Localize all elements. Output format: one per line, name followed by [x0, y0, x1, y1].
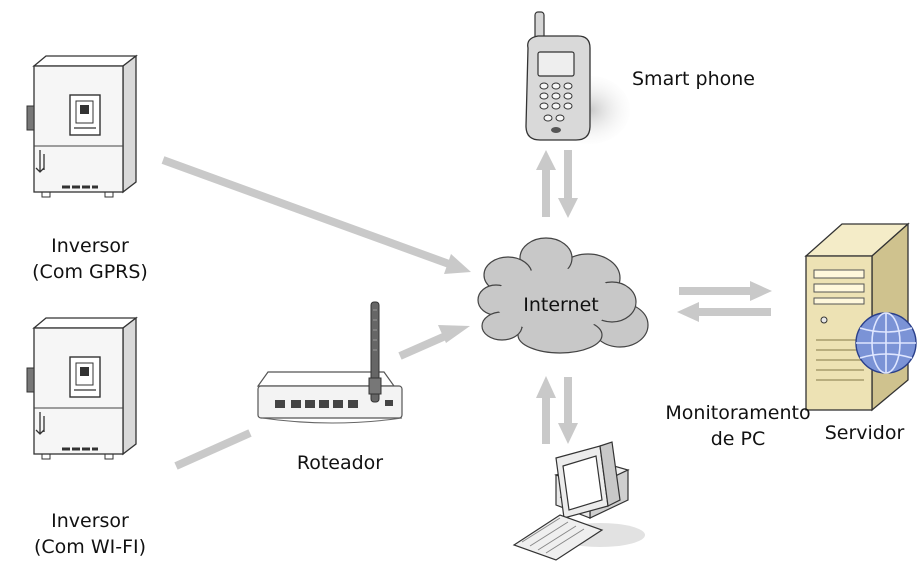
arrows-internet-pc [536, 376, 578, 444]
desktop-pc-icon [512, 441, 645, 561]
inverter-wifi-label: Inversor (Com WI-FI) [5, 508, 175, 560]
inverter-gprs-label-line1: Inversor [51, 235, 129, 257]
inverter-gprs-icon [26, 54, 138, 198]
internet-cloud-icon [477, 237, 649, 354]
inverter-gprs-label: Inversor (Com GPRS) [10, 233, 170, 285]
router-icon [256, 301, 403, 424]
pc-monitoring-label: Monitoramento de PC [648, 400, 828, 452]
smartphone-label: Smart phone [632, 68, 755, 90]
inverter-wifi-label-line1: Inversor [51, 510, 129, 532]
arrows-internet-server [677, 281, 772, 322]
arrow-inverter-gprs-to-internet [161, 156, 471, 274]
arrow-inverter-wifi-to-router [174, 429, 252, 470]
pc-monitoring-label-line1: Monitoramento [665, 402, 811, 424]
inverter-wifi-icon [26, 316, 138, 460]
arrows-phone-internet [536, 150, 578, 218]
pc-monitoring-label-line2: de PC [710, 428, 766, 450]
server-label: Servidor [824, 422, 905, 444]
smartphone-icon [525, 11, 630, 144]
inverter-gprs-label-line2: (Com GPRS) [32, 261, 148, 283]
arrow-router-to-internet [398, 325, 470, 360]
router-label: Roteador [296, 452, 384, 474]
inverter-wifi-label-line2: (Com WI-FI) [33, 536, 147, 558]
globe-icon [855, 312, 917, 374]
internet-label: Internet [523, 294, 599, 316]
